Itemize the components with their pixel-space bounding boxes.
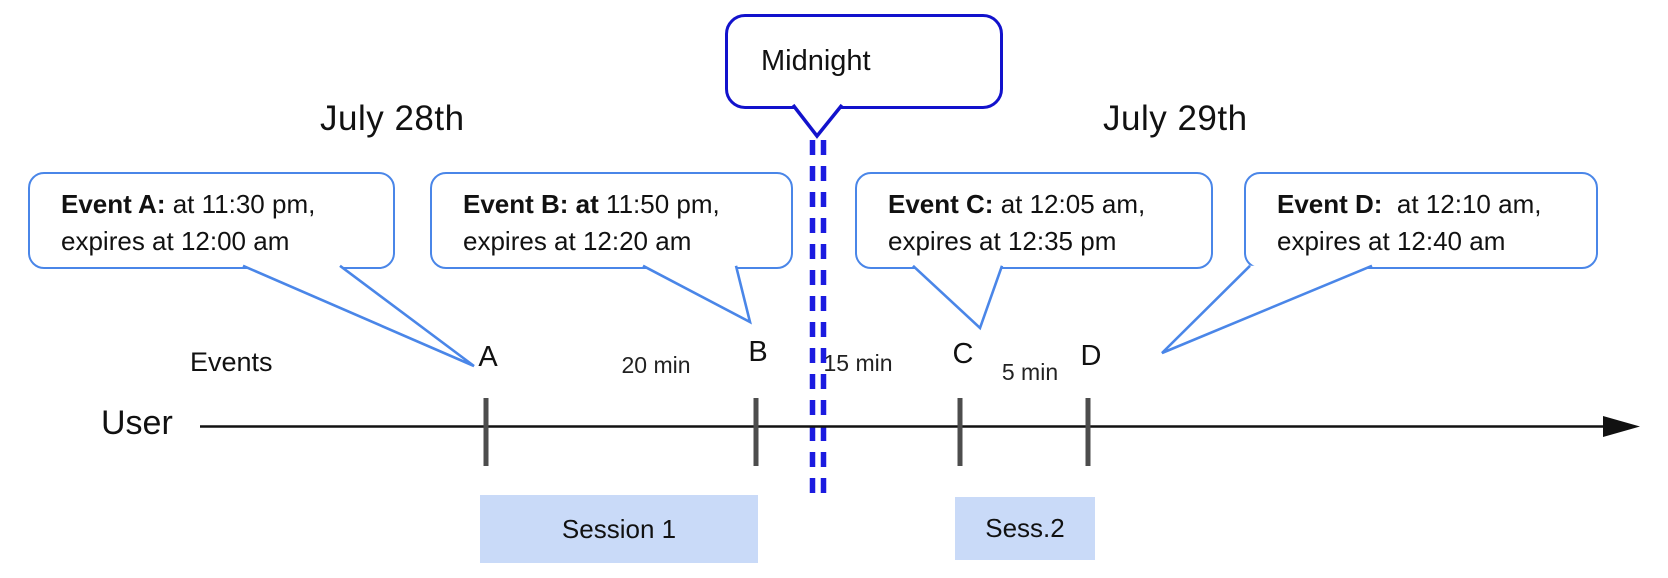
session-2-label: Sess.2 bbox=[985, 513, 1065, 543]
event-d-line2: expires at 12:40 am bbox=[1277, 226, 1506, 256]
session-1-box: Session 1 bbox=[480, 495, 758, 563]
event-a-callout-tail bbox=[242, 264, 475, 368]
tick-label-d: D bbox=[1080, 340, 1102, 372]
event-b-line1: Event B: at 11:50 pm, bbox=[463, 189, 720, 219]
midnight-callout-tail bbox=[791, 103, 844, 139]
date-label-right: July 29th bbox=[1103, 99, 1248, 138]
midnight-callout: Midnight bbox=[725, 14, 1003, 109]
user-axis-label: User bbox=[101, 404, 173, 442]
event-d-callout: Event D: at 12:10 am, expires at 12:40 a… bbox=[1244, 172, 1598, 269]
event-c-line1: Event C: at 12:05 am, bbox=[888, 189, 1146, 219]
tick-label-c: C bbox=[952, 338, 974, 370]
timeline-arrowhead-icon bbox=[1603, 416, 1640, 437]
midnight-label: Midnight bbox=[761, 45, 871, 77]
session-2-box: Sess.2 bbox=[955, 497, 1095, 560]
event-b-callout-tail bbox=[642, 264, 752, 325]
tick-label-b: B bbox=[748, 336, 768, 368]
event-b-line2: expires at 12:20 am bbox=[463, 226, 692, 256]
event-b-callout: Event B: at 11:50 pm, expires at 12:20 a… bbox=[430, 172, 793, 269]
interval-label-20min: 20 min bbox=[621, 352, 691, 378]
event-a-line2: expires at 12:00 am bbox=[61, 226, 290, 256]
event-d-line1: Event D: at 12:10 am, bbox=[1277, 189, 1542, 219]
event-a-line1: Event A: at 11:30 pm, bbox=[61, 189, 316, 219]
date-label-left: July 28th bbox=[320, 99, 465, 138]
session-1-label: Session 1 bbox=[561, 513, 677, 544]
interval-label-15min: 15 min bbox=[823, 350, 893, 376]
events-row-label: Events bbox=[190, 347, 273, 377]
event-c-callout-tail bbox=[912, 264, 1004, 331]
event-a-callout: Event A: at 11:30 pm, expires at 12:00 a… bbox=[28, 172, 395, 269]
event-c-callout: Event C: at 12:05 am, expires at 12:35 p… bbox=[855, 172, 1213, 269]
interval-label-5min: 5 min bbox=[1001, 359, 1059, 385]
tick-label-a: A bbox=[478, 341, 498, 373]
event-d-callout-tail bbox=[1161, 264, 1373, 355]
event-c-line2: expires at 12:35 pm bbox=[888, 226, 1117, 256]
